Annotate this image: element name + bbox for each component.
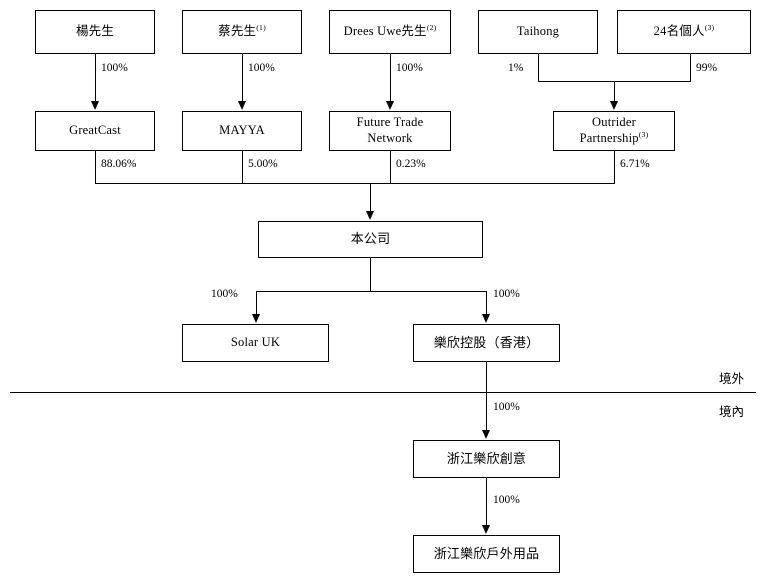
arrow-chuangyi-outdoor: [481, 525, 490, 534]
node-outrider-partnership-label: Outrider Partnership(3): [579, 115, 649, 145]
connector-company-busbar: [95, 183, 615, 184]
jurisdiction-divider: [10, 392, 756, 393]
node-zhejiang-chuangyi[interactable]: 浙江樂欣創意: [413, 440, 560, 478]
node-solar-uk-label: Solar UK: [230, 335, 281, 350]
connector-lexinhk-chuangyi: [486, 362, 487, 431]
pct-futuretrade-company: 0.23%: [396, 158, 426, 170]
arrow-merge-outrider: [609, 101, 618, 110]
node-future-trade-network[interactable]: Future Trade Network: [329, 111, 451, 151]
node-lexin-hk-label: 樂欣控股（香港）: [433, 334, 540, 350]
pct-individuals24-outrider: 99%: [696, 62, 718, 74]
arrow-busbar-company: [365, 211, 374, 220]
pct-mayya-company: 5.00%: [248, 158, 278, 170]
connector-taihong-stub: [538, 54, 539, 81]
node-individuals24-sup: (3): [704, 23, 715, 33]
pct-company-solaruk: 100%: [211, 288, 238, 300]
arrow-company-lexinhk: [481, 314, 490, 323]
node-cai-sup: (1): [256, 23, 266, 33]
connector-chuangyi-outdoor: [486, 478, 487, 526]
connector-cai-mayya: [242, 54, 243, 102]
pct-taihong-outrider: 1%: [508, 62, 524, 74]
arrow-cai-mayya: [237, 101, 246, 110]
node-taihong[interactable]: Taihong: [478, 10, 598, 54]
connector-individuals24-stub: [690, 54, 691, 81]
node-greatcast-label: GreatCast: [69, 123, 121, 138]
region-label-offshore: 境外: [719, 372, 745, 386]
connector-lexinhk-drop: [486, 291, 487, 315]
pct-lexinhk-chuangyi: 100%: [493, 401, 520, 413]
connector-greatcast-stub: [95, 151, 96, 183]
arrow-yang-greatcast: [90, 101, 99, 110]
node-individuals24[interactable]: 24名個人(3): [617, 10, 751, 54]
node-taihong-label: Taihong: [516, 24, 560, 39]
node-yang-label: 楊先生: [75, 24, 115, 39]
connector-yang-greatcast: [95, 54, 96, 102]
node-zhejiang-outdoor-label: 浙江樂欣戶外用品: [433, 545, 540, 561]
node-cai-label: 蔡先生(1): [218, 23, 266, 39]
connector-outrider-drop: [614, 81, 615, 102]
node-yang[interactable]: 楊先生: [35, 10, 155, 54]
connector-futuretrade-stub: [390, 151, 391, 183]
node-lexin-hk[interactable]: 樂欣控股（香港）: [413, 324, 560, 362]
node-drees-sup: (2): [426, 23, 437, 33]
node-individuals24-label: 24名個人(3): [653, 23, 715, 39]
pct-chuangyi-outdoor: 100%: [493, 494, 520, 506]
pct-outrider-company: 6.71%: [620, 158, 650, 170]
pct-drees-futuretrade: 100%: [396, 62, 423, 74]
pct-cai-mayya: 100%: [248, 62, 275, 74]
node-outrider-partnership[interactable]: Outrider Partnership(3): [553, 111, 675, 151]
node-mayya-label: MAYYA: [219, 123, 265, 138]
pct-company-lexinhk: 100%: [493, 288, 520, 300]
region-label-onshore: 境內: [719, 405, 745, 419]
connector-solaruk-drop: [256, 291, 257, 315]
node-drees-label: Drees Uwe先生(2): [343, 23, 437, 39]
node-zhejiang-outdoor[interactable]: 浙江樂欣戶外用品: [413, 535, 560, 573]
connector-company-drop: [370, 183, 371, 211]
arrow-lexinhk-chuangyi: [481, 430, 490, 439]
node-solar-uk[interactable]: Solar UK: [182, 324, 329, 362]
node-greatcast[interactable]: GreatCast: [35, 111, 155, 151]
connector-outrider-stub: [614, 151, 615, 183]
node-mayya[interactable]: MAYYA: [182, 111, 302, 151]
connector-company-drop2: [370, 258, 371, 291]
arrow-company-solaruk: [251, 314, 260, 323]
node-company[interactable]: 本公司: [258, 221, 483, 258]
connector-mayya-stub: [242, 151, 243, 183]
node-outrider-sup: (3): [638, 129, 649, 139]
arrow-drees-futuretrade: [385, 101, 394, 110]
connector-subsidiary-busbar: [256, 291, 487, 292]
pct-greatcast-company: 88.06%: [101, 158, 137, 170]
connector-drees-futuretrade: [390, 54, 391, 102]
node-cai[interactable]: 蔡先生(1): [182, 10, 302, 54]
node-company-label: 本公司: [350, 231, 391, 247]
node-future-trade-network-label: Future Trade Network: [356, 115, 424, 145]
node-drees[interactable]: Drees Uwe先生(2): [329, 10, 451, 54]
node-zhejiang-chuangyi-label: 浙江樂欣創意: [446, 450, 527, 466]
pct-yang-greatcast: 100%: [101, 62, 128, 74]
